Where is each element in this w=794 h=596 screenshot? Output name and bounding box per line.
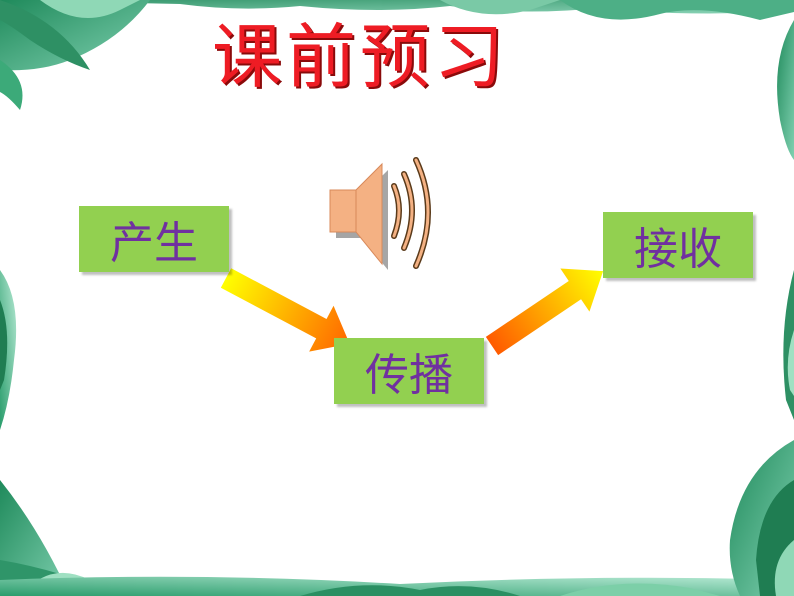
leaf-cluster-top <box>0 0 794 20</box>
step-label-transmit: 传播 <box>365 350 453 401</box>
leaf-cluster-top-left <box>0 0 150 110</box>
step-box-transmit: 传播 <box>334 338 484 404</box>
leaf-cluster-left <box>0 270 17 430</box>
leaf-cluster-bottom <box>0 576 794 596</box>
step-box-produce: 产生 <box>79 206 229 272</box>
leaf-cluster-bottom-right <box>729 440 794 596</box>
leaf-cluster-right <box>777 20 794 420</box>
slide-title: 课前预习 <box>212 16 508 98</box>
step-label-produce: 产生 <box>110 218 198 269</box>
step-label-receive: 接收 <box>634 224 722 275</box>
step-box-receive: 接收 <box>603 212 753 278</box>
